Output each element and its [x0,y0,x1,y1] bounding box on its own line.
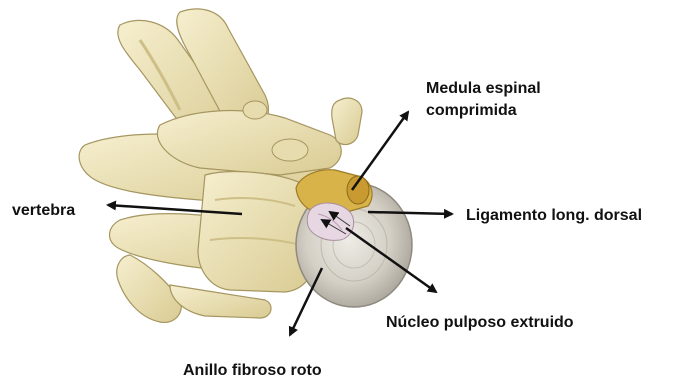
label-medula-line1: Medula espinal [426,78,541,100]
label-nucleo-pulposo: Núcleo pulposo extruido [386,312,574,334]
label-medula-espinal: Medula espinal comprimida [426,78,541,122]
label-ligamento: Ligamento long. dorsal [466,205,642,227]
label-anillo-fibroso: Anillo fibroso roto [183,360,322,382]
label-vertebra: vertebra [12,200,75,222]
label-medula-line2: comprimida [426,100,541,122]
